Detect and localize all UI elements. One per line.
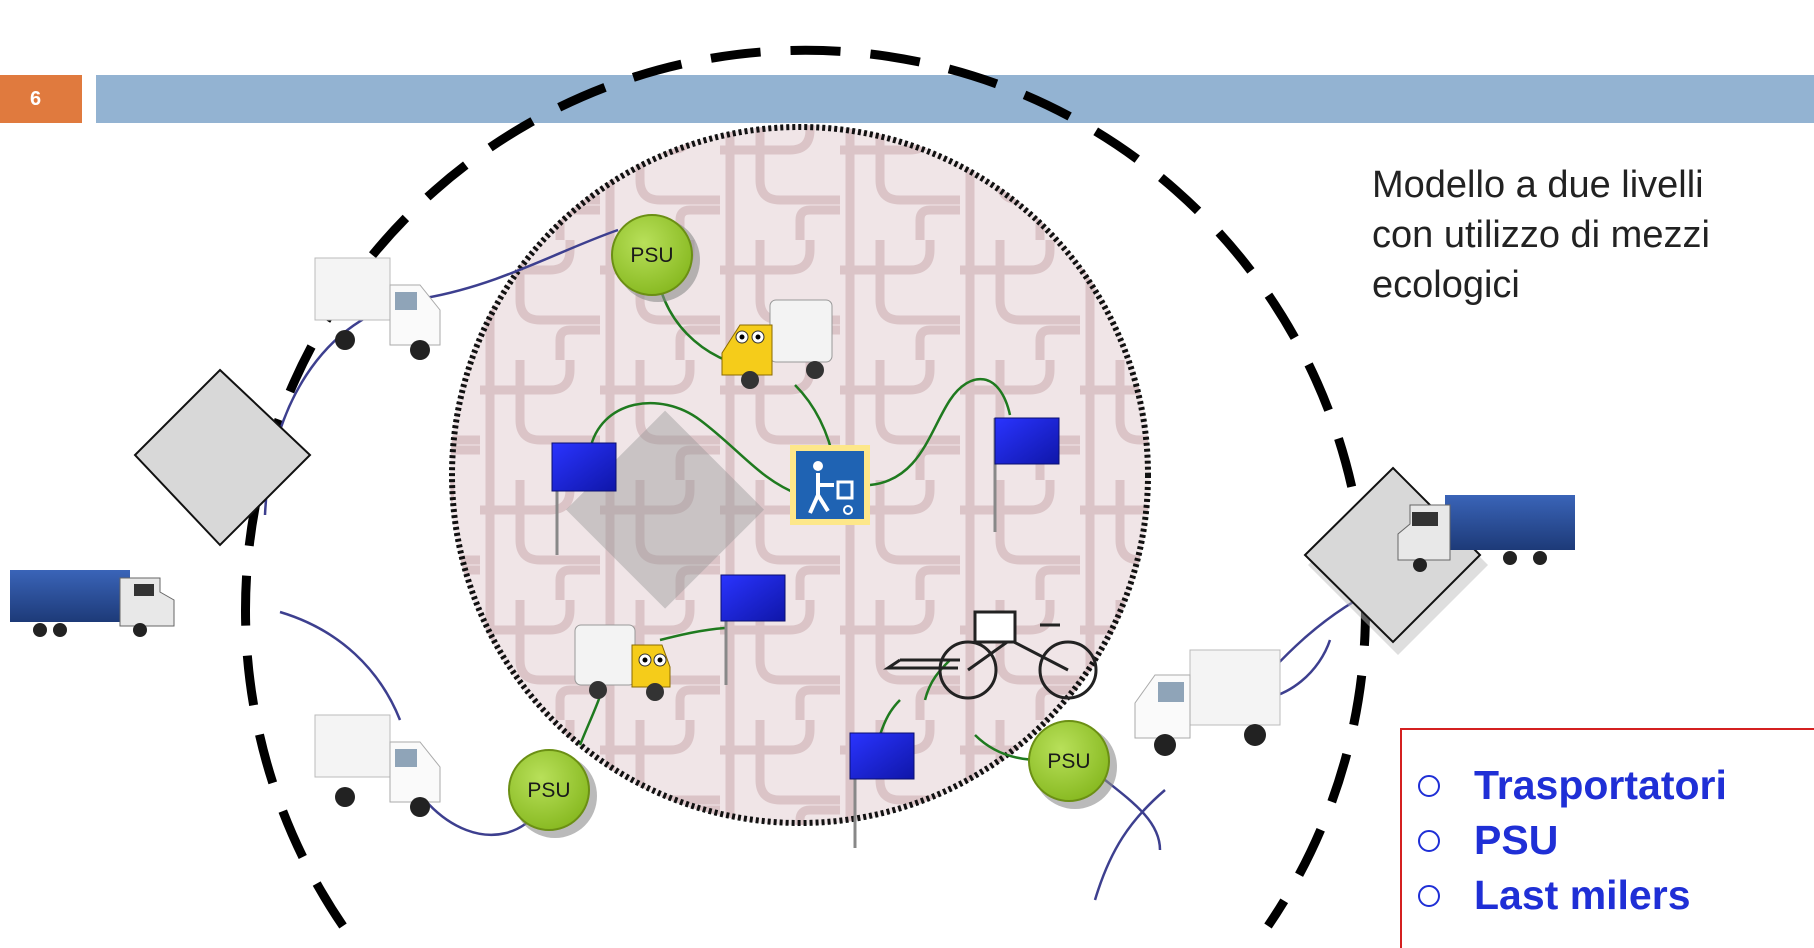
- semi-truck-icon: [10, 570, 175, 637]
- psu-label: PSU: [630, 244, 673, 267]
- box-truck-icon: [314, 714, 441, 817]
- circle-bullet-icon: [1418, 884, 1440, 907]
- legend-item-psu: PSU: [1414, 813, 1814, 868]
- psu-label: PSU: [1047, 750, 1090, 773]
- flag-icon: [849, 732, 915, 848]
- circle-bullet-icon: [1418, 774, 1440, 797]
- semi-truck-icon: [1397, 495, 1575, 572]
- psu-node-bottom-right: PSU: [1028, 720, 1117, 809]
- cartoon-van-icon: [574, 624, 671, 701]
- psu-label: PSU: [527, 779, 570, 802]
- legend-label: PSU: [1474, 817, 1559, 863]
- circle-bullet-icon: [1418, 829, 1440, 852]
- legend-label: Last milers: [1474, 872, 1691, 918]
- slide-number: 6: [0, 75, 82, 123]
- actors-legend: Trasportatori PSU Last milers: [1400, 728, 1814, 948]
- legend-item-last-milers: Last milers: [1414, 868, 1814, 923]
- psu-node-top: PSU: [611, 214, 700, 302]
- description-line: con utilizzo di mezzi: [1372, 214, 1710, 256]
- cargo-tricycle-icon: [883, 610, 1098, 700]
- flag-icon: [720, 574, 786, 685]
- legend-item-trasportatori: Trasportatori: [1414, 758, 1814, 813]
- model-description: Modello a due livelli con utilizzo di me…: [1372, 160, 1812, 310]
- legend-label: Trasportatori: [1474, 762, 1727, 808]
- flag-icon: [551, 442, 617, 555]
- header-bar: [96, 75, 1814, 123]
- flag-icon: [993, 417, 1060, 532]
- description-line: Modello a due livelli: [1372, 164, 1704, 206]
- cartoon-van-icon: [721, 299, 833, 389]
- hand-trolley-sign-icon: [790, 445, 870, 525]
- box-truck-icon: [1134, 649, 1281, 756]
- box-truck-icon: [314, 257, 441, 360]
- description-line: ecologici: [1372, 264, 1520, 306]
- psu-node-bottom-left: PSU: [508, 749, 597, 838]
